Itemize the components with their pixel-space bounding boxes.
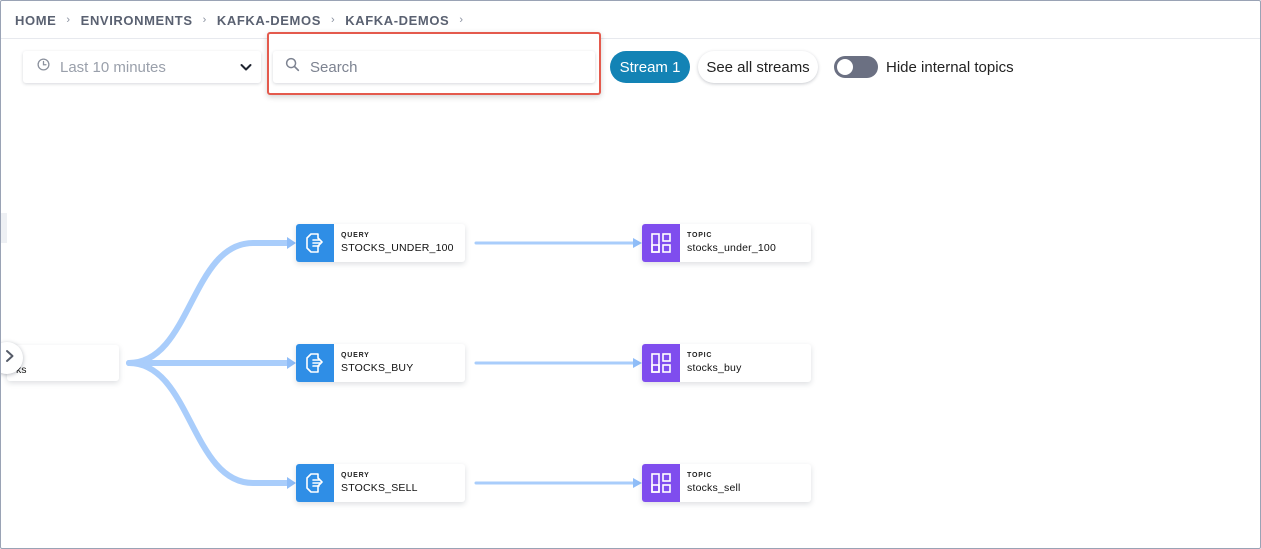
breadcrumb: HOME › ENVIRONMENTS › KAFKA-DEMOS › KAFK… [15,12,474,28]
arrowhead [287,357,296,369]
breadcrumb-home[interactable]: HOME [15,12,57,28]
topic-icon [642,464,680,502]
query-icon [296,464,334,502]
time-range-value: Last 10 minutes [60,58,166,76]
chevron-right-icon [5,349,15,368]
node-kind-label: TOPIC [687,472,713,479]
arrowhead [633,238,642,248]
breadcrumb-kafka-demos-env[interactable]: KAFKA-DEMOS [216,12,321,28]
source-stream-node[interactable]: ks [7,345,119,381]
topic-node-stocks-sell[interactable]: TOPIC stocks_sell [642,464,811,502]
see-all-streams-button[interactable]: See all streams [698,51,818,83]
chevron-right-icon: › [202,14,207,26]
time-range-select[interactable]: Last 10 minutes [23,51,261,83]
search-input[interactable] [308,57,572,77]
arrowhead [633,478,642,488]
arrowhead [287,237,296,249]
chevron-right-icon: › [66,14,71,26]
node-name: stocks_buy [687,362,742,374]
stream-1-button[interactable]: Stream 1 [610,51,690,83]
expand-panel-button[interactable] [1,342,23,374]
arrowhead [633,358,642,368]
node-name: STOCKS_SELL [341,482,418,494]
topic-node-stocks-under-100[interactable]: TOPIC stocks_under_100 [642,224,811,262]
clock-icon [37,58,50,76]
query-node-stocks-under-100[interactable]: QUERY STOCKS_UNDER_100 [296,224,465,262]
query-icon [296,344,334,382]
node-kind-label: QUERY [341,472,370,479]
toggle-knob [837,59,853,75]
chevron-down-icon [239,60,253,79]
node-name: STOCKS_UNDER_100 [341,242,454,254]
edge-source-to-query-3 [126,360,292,486]
search-field[interactable] [273,51,595,83]
node-name: stocks_sell [687,482,741,494]
arrowhead [287,477,296,489]
topic-node-stocks-buy[interactable]: TOPIC stocks_buy [642,344,811,382]
node-kind-label: TOPIC [687,232,713,239]
search-icon [285,57,300,77]
hide-internal-topics-toggle[interactable] [834,56,878,78]
node-kind-label: QUERY [341,352,370,359]
query-node-stocks-sell[interactable]: QUERY STOCKS_SELL [296,464,465,502]
query-node-stocks-buy[interactable]: QUERY STOCKS_BUY [296,344,465,382]
node-name: STOCKS_BUY [341,362,414,374]
chevron-right-icon: › [330,14,336,26]
breadcrumb-kafka-demos-cluster[interactable]: KAFKA-DEMOS [345,12,450,28]
topic-icon [642,344,680,382]
node-name: stocks_under_100 [687,242,777,254]
chevron-right-icon: › [459,14,464,26]
node-kind-label: QUERY [341,232,370,239]
edge-source-to-query-1 [126,240,292,366]
topic-icon [642,224,680,262]
node-kind-label: TOPIC [687,352,713,359]
breadcrumb-environments[interactable]: ENVIRONMENTS [80,12,193,28]
source-stream-name: ks [16,364,27,376]
hide-internal-topics-label: Hide internal topics [886,59,1014,76]
side-panel-tab [1,213,7,243]
query-icon [296,224,334,262]
header-divider [1,38,1260,39]
